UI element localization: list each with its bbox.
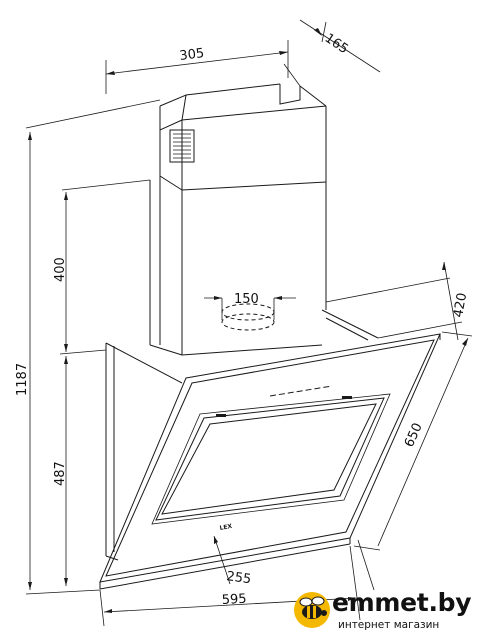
brand-tagline: интернет магазин <box>338 619 440 631</box>
control-buttons <box>269 385 333 397</box>
dim-bottom-depth: 255 <box>213 535 375 591</box>
dim-chimney-width: 305 <box>105 40 289 94</box>
duct-outlet <box>204 296 296 331</box>
dim-255-label: 255 <box>225 569 252 587</box>
dim-487-label: 487 <box>53 461 68 486</box>
brand-name: emmet.by <box>332 588 472 617</box>
dim-420-label: 420 <box>451 292 470 319</box>
filter-frame <box>151 393 391 525</box>
dim-400-label: 400 <box>53 257 68 282</box>
dim-glass-length: 650 <box>353 331 473 551</box>
dim-650-label: 650 <box>402 421 426 450</box>
brand-watermark[interactable]: emmet.by интернет магазин <box>288 586 484 638</box>
chimney-top-section <box>159 83 327 182</box>
dim-chimney-height: 400 <box>53 179 151 352</box>
dim-chimney-depth: 165 <box>283 19 381 87</box>
panel-logo: LEX <box>219 523 233 532</box>
glass-panel <box>99 333 441 590</box>
dim-165-label: 165 <box>322 31 351 57</box>
dim-hood-width: 595 <box>99 545 361 627</box>
dim-hood-depth: 420 <box>325 261 470 341</box>
dim-total-height: 1187 <box>15 99 161 595</box>
hood-body <box>105 309 379 561</box>
dim-150-label: 150 <box>234 292 259 307</box>
bee-logo-icon <box>294 592 330 628</box>
panel-logo-text: LEX <box>219 523 233 532</box>
dim-hood-height: 487 <box>53 349 107 586</box>
dim-305-label: 305 <box>179 46 205 64</box>
chimney-body <box>149 106 327 356</box>
dim-1187-label: 1187 <box>15 363 30 396</box>
dim-595-label: 595 <box>221 592 247 608</box>
